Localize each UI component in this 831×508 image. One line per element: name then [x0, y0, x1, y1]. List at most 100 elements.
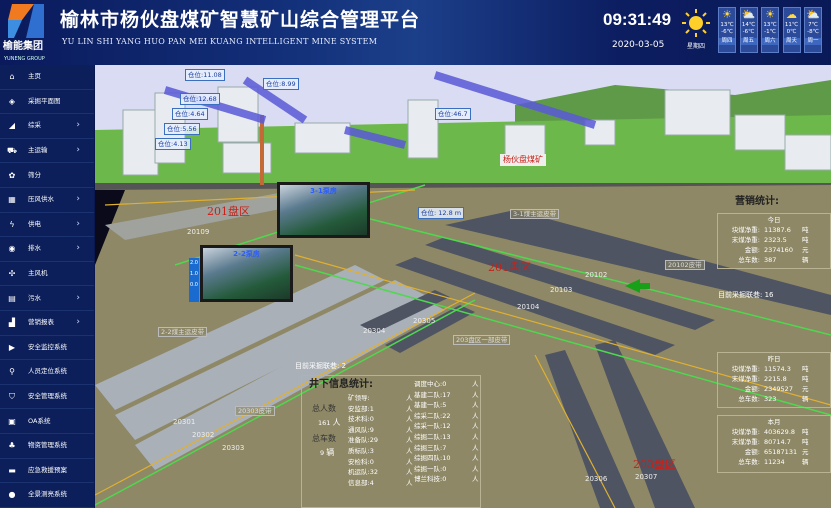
team-count: 综掘二队:13	[414, 432, 472, 443]
sidebar-item-sewage[interactable]: ▤污水›	[0, 286, 94, 311]
total-vehicles-label: 总车数	[312, 434, 336, 443]
camera-feed-2-2-pump-room[interactable]: 2-2泵房	[200, 245, 293, 302]
sales-value: 323	[764, 395, 777, 403]
mine-3d-scene[interactable]: 仓位:11.08 仓位:12.68 仓位:4.64 仓位:5.56 仓位:4.1…	[95, 65, 831, 508]
header: 榆能集团 YUNENG GROUP 榆林市杨伙盘煤矿智慧矿山综合管理平台 YU …	[0, 0, 831, 65]
sales-block-title: 昨日	[767, 355, 781, 363]
face-label: 20102	[585, 271, 608, 279]
forecast-weekday: 周四	[719, 38, 735, 45]
sidebar-item-label: 供电	[28, 219, 41, 228]
chevron-right-icon: ›	[76, 317, 80, 328]
sales-key: 末煤净重:	[731, 438, 760, 446]
sieve-icon: ✿	[8, 170, 16, 180]
team-unit: 人	[472, 475, 479, 484]
team-name: 机运队:	[348, 468, 370, 477]
team-value: 22	[442, 411, 451, 420]
sales-unit: 元	[802, 448, 809, 456]
working-faces-right: 目前采掘联巷: 16	[718, 291, 774, 299]
face-label: 20109	[187, 228, 210, 236]
sidebar-item-layers[interactable]: ◈采掘平面图	[0, 90, 94, 115]
team-unit: 人	[472, 390, 479, 399]
team-count: 综掘四队:10	[414, 453, 472, 464]
sidebar-item-sieve[interactable]: ✿筛分	[0, 163, 94, 188]
team-value: 17	[442, 390, 451, 399]
team-count: 技术科:0	[348, 414, 406, 425]
forecast-weekday: 周天	[783, 38, 800, 45]
team-value: 3	[369, 446, 374, 455]
face-label: 20307	[635, 473, 658, 481]
team-count: 质标队:3	[348, 446, 406, 457]
sun-icon: ☀	[722, 8, 732, 21]
vehicle-unit: 辆	[326, 448, 335, 457]
team-name: 综采二队:	[414, 411, 443, 420]
belt-tag[interactable]: 3-1煤主运皮带	[510, 209, 560, 219]
team-value: 9	[369, 425, 374, 434]
team-value: 32	[369, 468, 378, 477]
working-faces-left: 目前采掘联巷: 2	[295, 362, 347, 370]
sales-unit: 吨	[802, 375, 809, 383]
sidebar-item-label: 综采	[28, 121, 41, 130]
forecast-weekday: 周六	[762, 38, 778, 45]
people-unit: 人	[332, 418, 341, 427]
sales-block-title: 本月	[767, 418, 781, 426]
sales-key: 金额:	[744, 448, 760, 456]
sidebar-item-truck[interactable]: ⛟主运输›	[0, 139, 94, 164]
sidebar-item-camera[interactable]: ▶安全监控系统	[0, 336, 94, 361]
face-label: 20306	[585, 475, 608, 483]
zone-label: 203盘区	[633, 458, 676, 471]
sidebar-item-briefcase[interactable]: ▬应急救援预案	[0, 459, 94, 484]
team-name: 调度中心:	[414, 380, 443, 388]
team-value: 29	[369, 436, 378, 445]
camera-feed-3-1-pump-room[interactable]: 3-1泵房	[277, 182, 370, 238]
sales-title: 营销统计:	[735, 196, 779, 207]
sidebar-item-chart[interactable]: ▟营销报表›	[0, 311, 94, 336]
belt-tag[interactable]: 2-2煤主运皮带	[158, 327, 208, 337]
belt-tag[interactable]: 203盘区一部皮带	[453, 335, 511, 345]
sidebar-item-label: 压风供水	[28, 195, 54, 204]
team-unit: 人	[472, 432, 479, 441]
sidebar-item-home[interactable]: ⌂主页	[0, 65, 94, 90]
sales-key: 金额:	[744, 385, 760, 393]
team-unit: 人	[472, 401, 479, 410]
sidebar-item-drain[interactable]: ◉排水›	[0, 237, 94, 262]
sales-unit: 元	[802, 246, 809, 254]
team-name: 通风队:	[348, 425, 370, 434]
forecast-weekday: 周五	[740, 38, 757, 45]
sidebar-item-globe[interactable]: ●全景测亮系统	[0, 483, 94, 508]
sidebar-item-label: 物资管理系统	[28, 441, 67, 450]
sales-key: 末煤净重:	[731, 375, 760, 383]
sidebar-item-label: 全景测亮系统	[28, 490, 67, 499]
sidebar-item-fan[interactable]: ✣主风机	[0, 262, 94, 287]
sales-unit: 辆	[802, 256, 809, 264]
sales-key: 金额:	[744, 246, 760, 254]
sidebar-item-location[interactable]: ⚲人员定位系统	[0, 360, 94, 385]
belt-tag[interactable]: 20102皮带	[665, 260, 705, 270]
sidebar-item-compressor[interactable]: ▦压风供水›	[0, 188, 94, 213]
sidebar-item-mining[interactable]: ◢综采›	[0, 114, 94, 139]
belt-tag[interactable]: 20303皮带	[235, 406, 275, 416]
chevron-right-icon: ›	[76, 243, 80, 254]
team-count: 综采一队:12	[414, 421, 472, 432]
underground-stats-title: 井下信息统计:	[309, 379, 373, 390]
boxes-icon: ♣	[8, 441, 16, 451]
sidebar-item-label: 安全管理系统	[28, 392, 67, 401]
sidebar-item-oa[interactable]: ▣OA系统	[0, 409, 94, 434]
sidebar-item-boxes[interactable]: ♣ 物资管理系统	[0, 434, 94, 459]
page-title: 榆林市杨伙盘煤矿智慧矿山综合管理平台	[60, 9, 421, 31]
yuneng-logo	[8, 4, 44, 38]
gauge-tick: 0.0	[190, 282, 198, 288]
sun-icon: ☀	[765, 8, 775, 21]
sidebar-item-shield[interactable]: ⛉安全管理系统	[0, 385, 94, 410]
